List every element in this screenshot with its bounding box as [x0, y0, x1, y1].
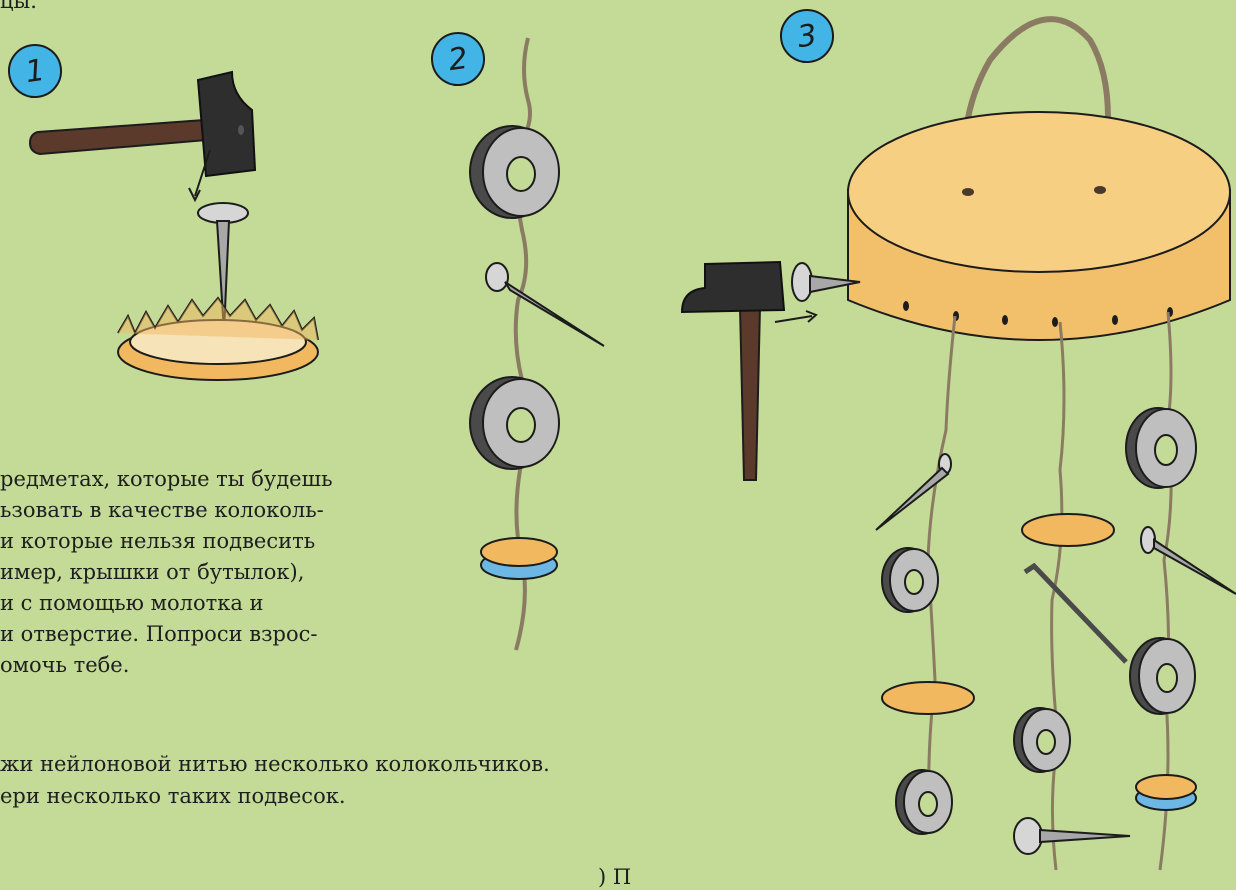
paragraph-2-line-2: ери несколько таких подвесок. [0, 783, 346, 809]
washer-icon [896, 770, 952, 834]
paragraph-1-line-6: и отверстие. Попроси взрос- [0, 621, 317, 647]
paragraph-1-line-3: и которые нельзя подвесить [0, 528, 315, 554]
step-1-illustration [30, 72, 318, 380]
hammer-icon [30, 72, 255, 176]
paragraph-1-line-7: омочь тебе. [0, 652, 129, 678]
bottle-cap-icon [118, 298, 318, 380]
bottle-cap-icon [1022, 514, 1114, 546]
bottle-cap-icon [1136, 775, 1196, 810]
paragraph-1-line-2: ьзовать в качестве колоколь- [0, 497, 324, 523]
nail-icon [876, 454, 951, 530]
washer-icon [470, 377, 559, 469]
nail-icon [1141, 527, 1236, 594]
step-3-illustration [682, 19, 1236, 870]
paragraph-1-line-5: и с помощью молотка и [0, 590, 264, 616]
step-2-illustration [470, 38, 604, 650]
washer-icon [1126, 408, 1196, 488]
washer-icon [1014, 708, 1070, 772]
paragraph-2-line-1: жи нейлоновой нитью несколько колокольчи… [0, 751, 550, 777]
bottom-text-fragment: ) П [598, 864, 631, 890]
washer-icon [882, 548, 938, 612]
bottle-cap-icon [882, 682, 974, 714]
nail-icon [486, 263, 604, 346]
drum-icon [848, 112, 1230, 340]
washer-icon [470, 126, 559, 218]
washer-icon [1130, 638, 1195, 714]
paragraph-1-line-4: имер, крышки от бутылок), [0, 559, 304, 585]
nail-icon [1014, 818, 1130, 854]
paragraph-1-line-1: редметах, которые ты будешь [0, 466, 333, 492]
bottle-cap-icon [481, 538, 557, 579]
hammer-icon [682, 262, 784, 480]
